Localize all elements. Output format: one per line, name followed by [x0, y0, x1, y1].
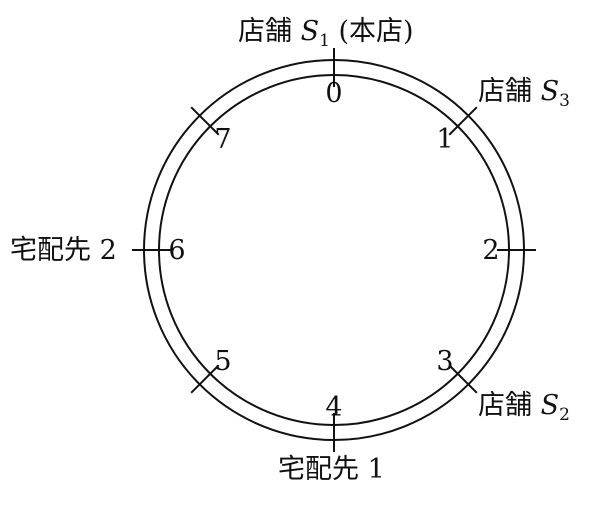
position-number-5: 5 — [214, 346, 231, 377]
position-number-4: 4 — [325, 392, 342, 423]
position-number-7: 7 — [214, 124, 231, 155]
position-ticks — [132, 48, 536, 452]
label-store-s3: 店舗 S3 — [478, 76, 570, 111]
tick-1 — [448, 106, 478, 136]
position-number-1: 1 — [436, 124, 453, 155]
position-number-3: 3 — [436, 346, 453, 377]
position-number-0: 0 — [325, 78, 342, 109]
position-numbers: 0 1 2 3 4 5 6 7 — [168, 78, 499, 423]
label-delivery-1: 宅配先 1 — [278, 454, 385, 485]
label-store-s1: 店舗 S1 (本店) — [238, 16, 414, 51]
tick-5 — [190, 364, 220, 394]
tick-7 — [190, 106, 220, 136]
label-store-s2: 店舗 S2 — [478, 390, 570, 425]
position-number-6: 6 — [168, 235, 185, 266]
label-delivery-2: 宅配先 2 — [10, 235, 117, 266]
tick-3 — [448, 364, 478, 394]
position-number-2: 2 — [482, 235, 499, 266]
